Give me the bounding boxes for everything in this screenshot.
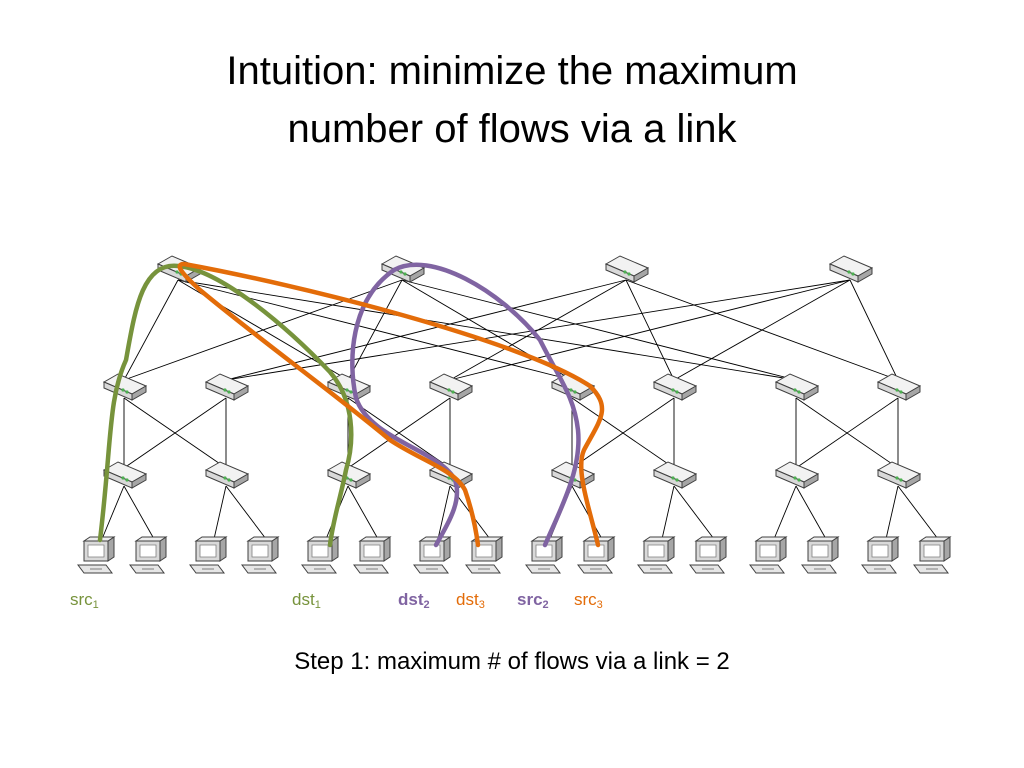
core-agg-link [347,279,403,381]
title-line-2: number of flows via a link [287,107,737,151]
computer-icon [577,536,616,574]
label-src1: src1 [70,590,99,611]
computer-icon [913,536,952,574]
edge-host-link [773,485,797,540]
edge-switch-icon [876,461,922,489]
computer-icon [801,536,840,574]
computer-icon [77,536,116,574]
label-src2: src2 [517,590,549,611]
computer-icon [353,536,392,574]
label-dst2: dst2 [398,590,430,611]
edge-host-link [673,485,715,540]
edge-host-link [213,485,227,540]
edge-host-link [897,485,939,540]
edge-host-link [437,485,451,540]
computer-icon [465,536,504,574]
label-dst3: dst3 [456,590,485,611]
computer-icon [749,536,788,574]
edge-host-link [225,485,267,540]
edge-host-link [101,485,125,540]
step-caption: Step 1: maximum # of flows via a link = … [294,648,730,675]
agg-edge-link [347,397,451,469]
edge-host-link [347,485,379,540]
label-dst1: dst1 [292,590,321,611]
edge-host-link [571,485,603,540]
aggregation-switch-icon [102,373,148,401]
edge-host-link [795,485,827,540]
computer-icon [637,536,676,574]
core-agg-link [123,279,179,381]
edge-host-link [123,485,155,540]
core-agg-link [225,279,851,381]
edge-host-link [661,485,675,540]
title-line-1: Intuition: minimize the maximum [226,49,798,93]
computer-icon [189,536,228,574]
network-devices [77,255,952,574]
flow-path-2 [350,262,581,548]
computer-icon [689,536,728,574]
edge-host-link [885,485,899,540]
core-agg-link [449,279,851,381]
agg-edge-link [571,397,675,469]
aggregation-switch-icon [774,373,820,401]
slide-title: Intuition: minimize the maximum number o… [0,42,1024,158]
aggregation-switch-icon [204,373,250,401]
flow-path-1 [97,263,354,548]
agg-edge-link [123,397,227,469]
aggregation-switch-icon [876,373,922,401]
edge-switch-icon [102,461,148,489]
core-switch-icon [604,255,650,283]
computer-icon [413,536,452,574]
core-agg-link [673,279,851,381]
edge-switch-icon [204,461,250,489]
agg-edge-link [795,397,899,469]
label-src3: src3 [574,590,603,611]
computer-icon [861,536,900,574]
core-switch-icon [380,255,426,283]
core-agg-link [123,279,403,381]
aggregation-switch-icon [428,373,474,401]
edge-switch-icon [774,461,820,489]
core-switch-icon [828,255,874,283]
core-agg-link [401,279,797,381]
computer-icon [129,536,168,574]
flow-paths [97,261,605,548]
aggregation-switch-icon [652,373,698,401]
computer-icon [525,536,564,574]
network-links [101,279,939,540]
flow-path-3 [177,261,605,548]
core-agg-link [849,279,899,381]
edge-switch-icon [652,461,698,489]
computer-icon [241,536,280,574]
